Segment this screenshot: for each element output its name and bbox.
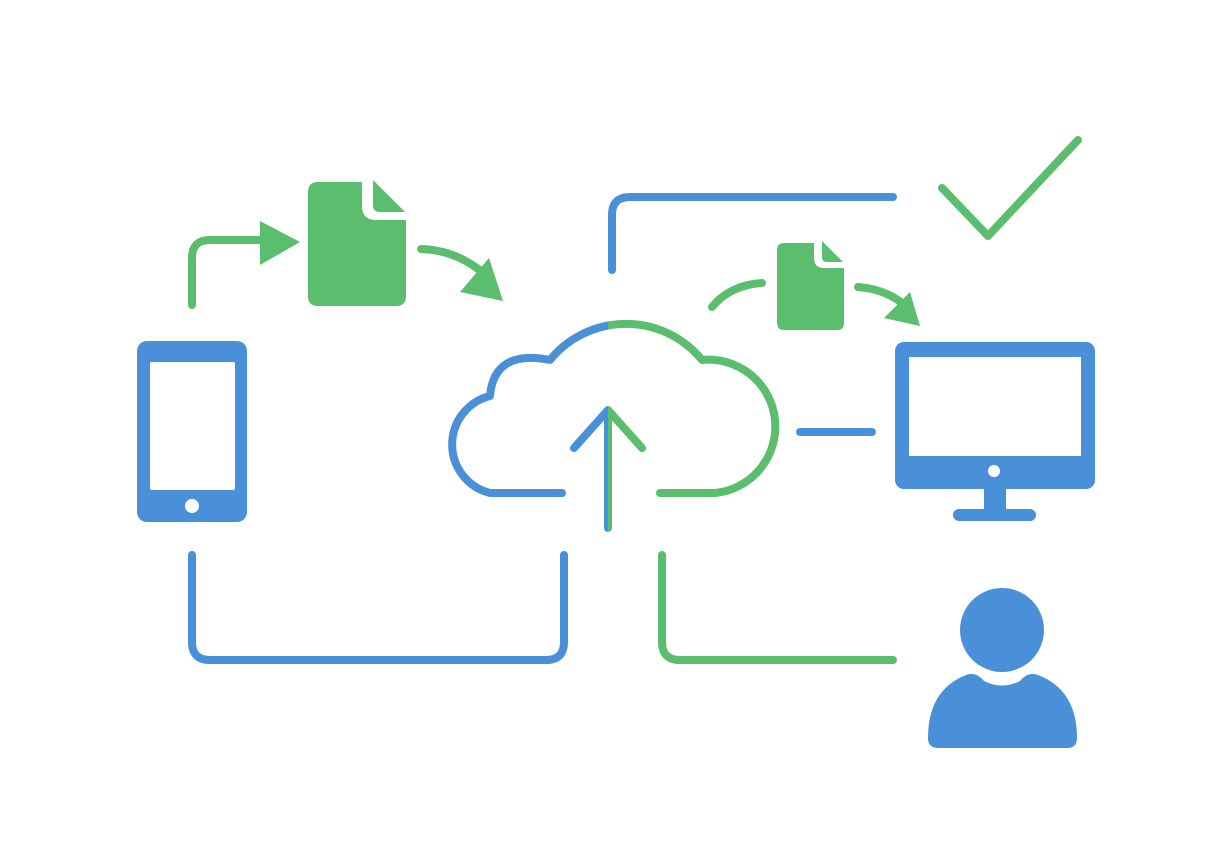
document-icon [777, 241, 844, 330]
connector-cloud-to-document [708, 279, 766, 311]
connector-phone-to-cloud [188, 551, 568, 664]
desktop-monitor-icon [895, 342, 1095, 521]
connector-cloud-to-user [658, 551, 897, 664]
smartphone-icon [137, 341, 247, 522]
arrow-phone-to-document [188, 221, 300, 309]
checkmark-icon [938, 136, 1082, 240]
upload-arrow-icon [570, 406, 646, 532]
connector-cloud-to-top [608, 193, 897, 274]
document-icon [308, 180, 406, 306]
arrow-document-to-cloud [417, 245, 503, 301]
cloud-upload-icon [448, 319, 780, 532]
user-icon [928, 588, 1077, 748]
arrow-document-to-monitor [854, 283, 920, 326]
